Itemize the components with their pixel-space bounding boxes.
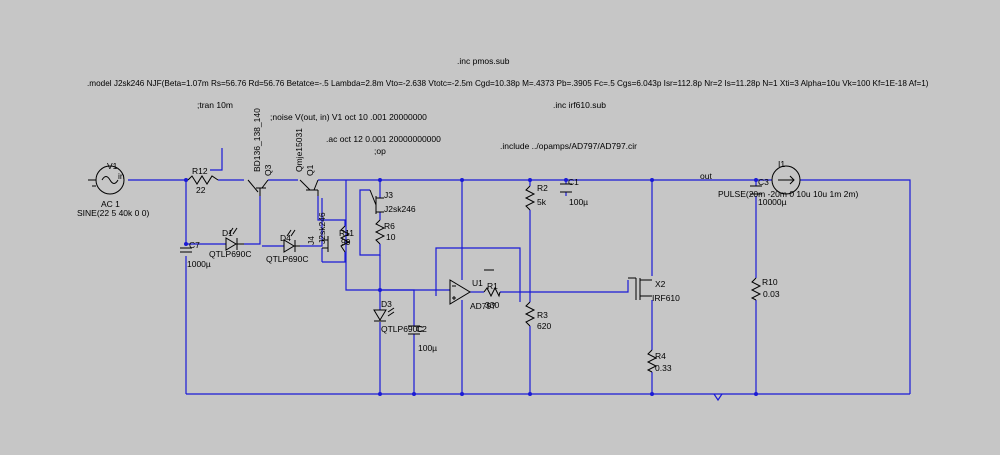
r11-resistor-symbol[interactable] bbox=[339, 225, 351, 253]
q3-value-label: BD136_138_140 bbox=[252, 108, 262, 172]
r6-value-label: 10 bbox=[386, 232, 396, 242]
q3-name-label: Q3 bbox=[263, 164, 273, 176]
x2-value-label: IRF610 bbox=[652, 293, 680, 303]
c7-value-label: 1000µ bbox=[187, 259, 211, 269]
c2-name-label: C2 bbox=[416, 324, 427, 334]
r4-value-label: 0.33 bbox=[655, 363, 672, 373]
i1-value-label: PULSE(20m -20m 0 10u 10u 1m 2m) bbox=[718, 189, 859, 199]
r12-resistor-symbol[interactable] bbox=[187, 175, 219, 185]
i1-source-symbol[interactable] bbox=[771, 165, 801, 195]
r11-name-label: R11 bbox=[339, 228, 354, 238]
j3-value-label: J2sk246 bbox=[384, 204, 416, 214]
ac-directive[interactable]: .ac oct 12 0.001 20000000000 bbox=[326, 134, 441, 144]
j3-name-label: J3 bbox=[384, 190, 393, 200]
junctions bbox=[184, 178, 758, 396]
wires bbox=[128, 148, 911, 395]
r4-name-label: R4 bbox=[655, 351, 666, 361]
v1-value-label: SINE(22 5 40k 0 0) bbox=[77, 208, 150, 218]
c7-capacitor-symbol[interactable] bbox=[180, 247, 192, 253]
r6-name-label: R6 bbox=[384, 221, 395, 231]
inc-pmos-directive[interactable]: .inc pmos.sub bbox=[457, 56, 510, 66]
v1-name-label: V1 bbox=[107, 161, 118, 171]
in-net-label: in bbox=[118, 171, 125, 181]
r1-resistor-symbol[interactable] bbox=[483, 286, 501, 298]
r10-value-label: 0.03 bbox=[763, 289, 780, 299]
c1-capacitor-symbol[interactable] bbox=[560, 183, 572, 193]
d1-led-symbol[interactable] bbox=[225, 227, 244, 251]
r4-resistor-symbol[interactable] bbox=[646, 349, 658, 373]
u1-name-label: U1 bbox=[472, 278, 483, 288]
c1-value-label: 100µ bbox=[569, 197, 589, 207]
model-j2sk246-directive[interactable]: .model J2sk246 NJF(Beta=1.07m Rs=56.76 R… bbox=[87, 79, 929, 88]
r1-value-label: 330 bbox=[485, 300, 500, 310]
d1-value-label: QTLP690C bbox=[209, 249, 252, 259]
r3-value-label: 620 bbox=[537, 321, 552, 331]
noise-directive[interactable]: ;noise V(out, in) V1 oct 10 .001 2000000… bbox=[270, 112, 427, 122]
x2-name-label: X2 bbox=[655, 279, 666, 289]
x2-mosfet-symbol[interactable] bbox=[628, 277, 652, 300]
r2-value-label: 5k bbox=[537, 197, 546, 207]
q1-value-label: Qmje15031 bbox=[294, 128, 304, 172]
d1-name-label: D1 bbox=[222, 228, 233, 238]
j4-value-label: J2sk246 bbox=[317, 212, 327, 244]
op-directive[interactable]: ;op bbox=[374, 146, 386, 156]
c3-capacitor-symbol[interactable] bbox=[750, 185, 762, 195]
c1-name-label: C1 bbox=[568, 177, 579, 187]
c7-name-label: C7 bbox=[189, 240, 200, 250]
d4-led-symbol[interactable] bbox=[283, 229, 300, 253]
r3-name-label: R3 bbox=[537, 310, 548, 320]
v1-source-symbol[interactable] bbox=[88, 165, 125, 195]
include-ad797-directive[interactable]: .include ../opamps/AD797/AD797.cir bbox=[500, 141, 638, 151]
r6-resistor-symbol[interactable] bbox=[374, 219, 386, 245]
d3-name-label: D3 bbox=[381, 299, 392, 309]
r2-resistor-symbol[interactable] bbox=[524, 185, 536, 211]
tran-directive[interactable]: ;tran 10m bbox=[197, 100, 233, 110]
r1-name-label: R1 bbox=[487, 281, 498, 291]
r12-name-label: R12 bbox=[192, 166, 208, 176]
d3-led-symbol[interactable] bbox=[373, 307, 395, 322]
ground-symbol bbox=[713, 393, 723, 402]
j3-jfet-symbol[interactable] bbox=[369, 189, 384, 214]
c3-value-label: 10000µ bbox=[758, 197, 787, 207]
c3-name-label: C3 bbox=[758, 177, 769, 187]
u1-value-label: AD797 bbox=[470, 301, 496, 311]
r2-name-label: R2 bbox=[537, 183, 548, 193]
q1-transistor-symbol[interactable] bbox=[299, 179, 319, 196]
c2-value-label: 100µ bbox=[418, 343, 438, 353]
r10-name-label: R10 bbox=[762, 277, 778, 287]
i1-name-label: I1 bbox=[778, 159, 786, 169]
r10-resistor-symbol[interactable] bbox=[750, 277, 762, 301]
d3-value-label: QTLP690C bbox=[381, 324, 424, 334]
r12-value-label: 22 bbox=[196, 185, 206, 195]
r3-resistor-symbol[interactable] bbox=[524, 301, 536, 327]
c2-capacitor-symbol[interactable] bbox=[408, 325, 420, 335]
v1-ac-label: AC 1 bbox=[101, 199, 120, 209]
d4-value-label: QTLP690C bbox=[266, 254, 309, 264]
r11-value-label: 99 bbox=[341, 237, 351, 247]
u1-opamp-symbol[interactable] bbox=[449, 269, 494, 305]
q1-name-label: Q1 bbox=[305, 164, 315, 176]
out-net-label: out bbox=[700, 171, 712, 181]
j4-name-label: J4 bbox=[306, 236, 316, 245]
j4-jfet-symbol[interactable] bbox=[322, 236, 329, 252]
inc-irf610-directive[interactable]: .inc irf610.sub bbox=[553, 100, 606, 110]
q3-transistor-symbol[interactable] bbox=[247, 179, 269, 196]
d4-name-label: D4 bbox=[280, 233, 291, 243]
